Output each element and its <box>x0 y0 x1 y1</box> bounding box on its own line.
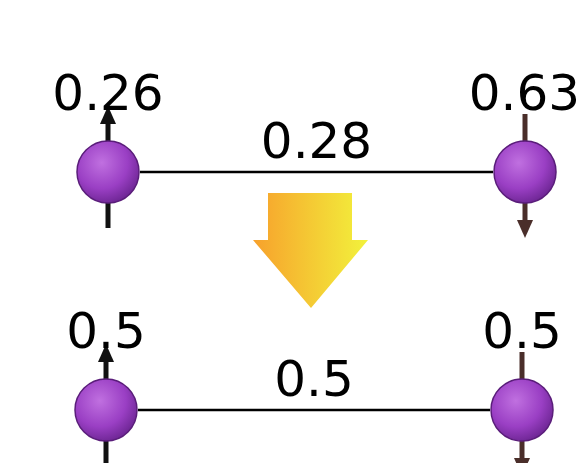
atom-sphere <box>75 379 137 441</box>
bond-value: 0.5 <box>270 354 358 404</box>
bond-value: 0.28 <box>257 116 376 166</box>
occupation-value: 0.5 <box>66 306 146 356</box>
spin-node: 0.26 <box>76 140 140 204</box>
occupation-value: 0.5 <box>482 306 562 356</box>
spin-sphere <box>76 140 140 204</box>
spin-node: 0.5 <box>74 378 138 442</box>
atom-sphere <box>77 141 139 203</box>
spin-node: 0.63 <box>493 140 557 204</box>
spin-arrowhead <box>517 220 533 238</box>
occupation-value: 0.26 <box>52 68 163 118</box>
atom-sphere <box>491 379 553 441</box>
spin-sphere <box>493 140 557 204</box>
down-arrow <box>253 193 368 308</box>
bond-line <box>138 410 490 411</box>
bond-line <box>140 172 493 173</box>
atom-sphere <box>494 141 556 203</box>
spin-sphere <box>74 378 138 442</box>
occupation-value: 0.63 <box>469 68 580 118</box>
spin-node: 0.5 <box>490 378 554 442</box>
spin-sphere <box>490 378 554 442</box>
spin-arrowhead <box>514 458 530 463</box>
